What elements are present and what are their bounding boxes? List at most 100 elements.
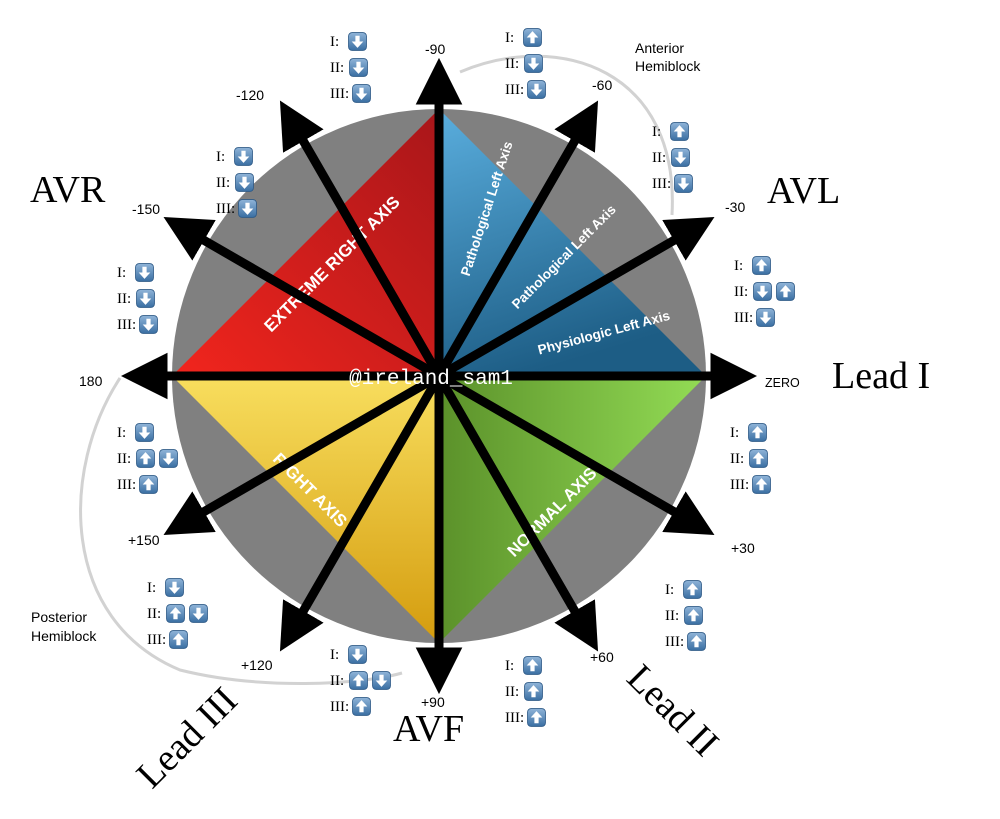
arrow-down-icon [234, 147, 253, 166]
degree-label-minus150: -150 [132, 201, 160, 217]
lead-polarity-label: I: [117, 265, 126, 281]
anterior-hemiblock-line1: Anterior [635, 40, 684, 56]
lead-polarity-label: I: [505, 658, 514, 674]
arrow-up-icon [749, 449, 768, 468]
lead-polarity-label: I: [730, 425, 739, 441]
arrow-up-icon [748, 423, 767, 442]
degree-label-plus90: +90 [421, 694, 445, 710]
degree-label-minus120: -120 [236, 87, 264, 103]
lead-polarity-label: III: [730, 477, 749, 493]
arrow-up-icon [527, 708, 546, 727]
arrow-down-icon [349, 58, 368, 77]
lead-polarity-label: I: [147, 580, 156, 596]
arrow-down-icon [527, 80, 546, 99]
wedge-left-axis [439, 109, 706, 376]
anterior-hemiblock-curve [459, 54, 674, 216]
polarity-group-near-plus150: I:II:III: [117, 423, 178, 494]
degree-label-plus30: +30 [731, 540, 755, 556]
arrow-up-icon [670, 122, 689, 141]
arrow-minus120 [279, 100, 443, 379]
arrow-down-icon [165, 578, 184, 597]
degree-label-minus60: -60 [592, 77, 612, 93]
arrow-minus60 [435, 100, 599, 379]
degree-label-plus120: +120 [241, 657, 273, 673]
arrow-down-icon [135, 423, 154, 442]
lead-polarity-label: II: [734, 284, 748, 300]
degree-labels: ZERO +30 +60 +90 +120 +150 180 -150 -120… [79, 41, 800, 710]
polarity-group-near-minus30: I: II: III: [734, 256, 795, 327]
lead-polarity-label: I: [665, 582, 674, 598]
polarity-group-near-plus120: I:II:III: [147, 578, 208, 649]
arrow-down-icon [753, 282, 772, 301]
polarity-group-near-180: I: II: III: [117, 263, 158, 334]
lead-polarity-label: III: [505, 82, 524, 98]
arrow-down-icon [159, 449, 178, 468]
lead-polarity-label: I: [652, 124, 661, 140]
arrow-down-icon [348, 32, 367, 51]
lead-polarity-label: II: [117, 451, 131, 467]
arrow-up-icon [352, 697, 371, 716]
degree-label-zero: ZERO [765, 376, 800, 390]
lead-polarity-label: III: [117, 317, 136, 333]
arrow-down-icon [189, 604, 208, 623]
lead-polarity-label: III: [652, 176, 671, 192]
lead-polarity-label: III: [330, 699, 349, 715]
polarity-group-near-plus90: I:II:III: [330, 645, 391, 716]
arrow-down-icon [524, 54, 543, 73]
arrow-up-icon [136, 449, 155, 468]
lead-label-lead-ii: Lead II [619, 657, 727, 765]
arrow-down-icon [352, 84, 371, 103]
lead-polarity-label: I: [734, 258, 743, 274]
degree-label-plus60: +60 [590, 649, 614, 665]
lead-polarity-label: II: [665, 608, 679, 624]
arrow-plus120 [279, 373, 443, 652]
lead-polarity-label: II: [652, 150, 666, 166]
arrow-up-icon [752, 256, 771, 275]
lead-label-avr: AVR [30, 169, 106, 211]
lead-polarity-label: II: [330, 673, 344, 689]
lead-polarity-label: III: [665, 634, 684, 650]
arrow-down-icon [674, 174, 693, 193]
arrow-plus60 [435, 373, 599, 652]
posterior-hemiblock-line2: Hemiblock [31, 628, 97, 644]
wedge-right-axis [172, 376, 439, 643]
arrow-up-icon [752, 475, 771, 494]
arrow-up-icon [169, 630, 188, 649]
arrow-down-icon [139, 315, 158, 334]
arrow-up-icon [687, 632, 706, 651]
lead-polarity-label: II: [505, 56, 519, 72]
degree-label-minus30: -30 [725, 199, 745, 215]
arrow-up-icon [523, 28, 542, 47]
posterior-hemiblock-curve [79, 377, 403, 685]
polarity-group-near-plus30: I:II:III: [730, 423, 771, 494]
arrow-up-icon [684, 606, 703, 625]
lead-polarity-label: III: [216, 201, 235, 217]
arrow-down-icon [756, 308, 775, 327]
lead-polarity-label: I: [505, 30, 514, 46]
axis-arrows [120, 57, 758, 695]
arrow-down-icon [235, 173, 254, 192]
lead-polarity-label: II: [505, 684, 519, 700]
arrow-up-icon [683, 580, 702, 599]
arrow-up-icon [776, 282, 795, 301]
degree-label-180: 180 [79, 373, 103, 389]
arrow-down-icon [372, 671, 391, 690]
anterior-hemiblock-line2: Hemiblock [635, 58, 701, 74]
degree-label-minus90: -90 [425, 41, 445, 57]
lead-polarity-label: III: [734, 310, 753, 326]
lead-polarity-label: II: [147, 606, 161, 622]
lead-polarity-label: II: [216, 175, 230, 191]
watermark: @ireland_sam1 [349, 368, 513, 391]
arrow-up-icon [523, 656, 542, 675]
polarity-group-near-plus60-left: I: II: III: [505, 656, 546, 727]
polarity-groups: I: II: III: I: II: III: I: II: III: I: II: III: I: II… [117, 28, 795, 727]
wedge-normal-axis [439, 376, 706, 643]
lead-polarity-label: II: [117, 291, 131, 307]
polarity-group-near-minus60: I: II: III: [652, 122, 693, 193]
polarity-group-near-minus150: I:II:III: [216, 147, 257, 218]
arrow-plus150 [163, 372, 442, 536]
lead-label-avl: AVL [767, 170, 840, 212]
posterior-hemiblock-line1: Posterior [31, 609, 87, 625]
lead-polarity-label: III: [505, 710, 524, 726]
wedge-extreme-right-axis [172, 109, 439, 376]
